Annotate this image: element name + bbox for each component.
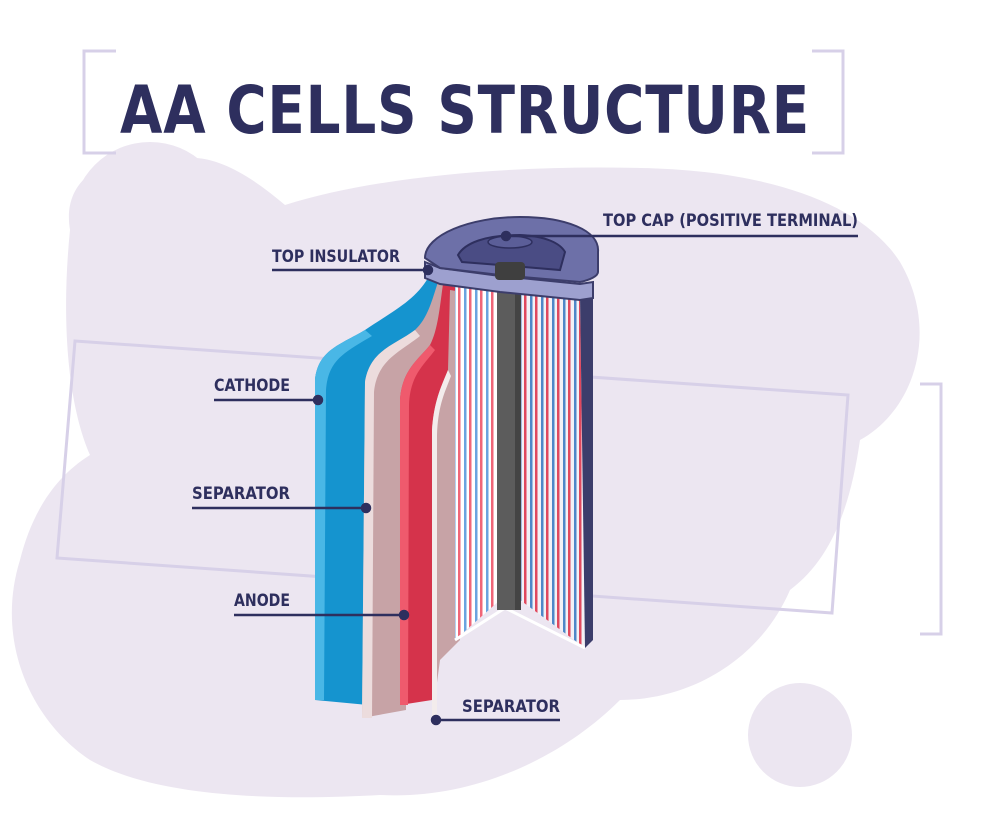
cell-layers-left [455,282,500,640]
cathode-highlight [315,330,372,700]
leader-dot-anode [398,609,410,621]
cell-layers-right [520,290,585,648]
leader-dot-separator-bottom [430,714,442,726]
anode-highlight [400,345,435,705]
label-top-insulator: TOP INSULATOR [272,247,400,267]
page-title: AA CELLS STRUCTURE [120,72,810,149]
leader-dot-separator-left [360,502,372,514]
battery-cutaway [315,215,600,720]
blob-bottom-right [748,683,852,787]
outer-casing [580,290,593,648]
labels: TOP CAP (POSITIVE TERMINAL) TOP INSULATO… [192,211,858,717]
separator-inner-light [432,370,451,720]
side-bracket-right [920,382,943,636]
label-cathode: CATHODE [214,376,290,396]
title-bracket-right [812,49,845,155]
separator-outer-light [362,330,420,718]
label-separator-left: SEPARATOR [192,484,290,504]
blob-top-left [72,142,228,298]
cap-seal [495,262,525,280]
title-bracket-left [82,49,116,155]
leader-dot-top-insulator [422,264,434,276]
rod-shadow [515,280,521,610]
leader-dot-top-cap [500,230,512,242]
label-top-cap: TOP CAP (POSITIVE TERMINAL) [603,211,858,231]
cathode-layer [315,278,450,705]
anode-layer [400,284,458,705]
label-anode: ANODE [234,591,290,611]
leader-dot-cathode [312,394,324,406]
separator-outer-layer [362,282,455,718]
leader-lines [192,230,858,726]
label-separator-bottom: SEPARATOR [462,697,560,717]
